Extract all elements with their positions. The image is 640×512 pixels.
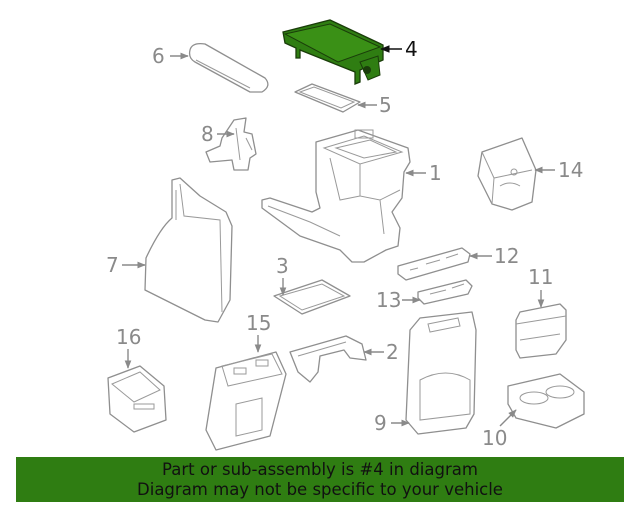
callout-13: 13 [376, 288, 401, 312]
parts-diagram: 4 6 5 8 1 14 7 3 12 11 13 15 2 16 9 10 [106, 19, 585, 451]
part-15-switch-panel[interactable] [205, 351, 287, 451]
part-11-cover[interactable] [515, 303, 567, 359]
part-2-bracket[interactable] [289, 335, 367, 383]
callout-8: 8 [201, 122, 214, 146]
part-12-switch-bezel[interactable] [397, 247, 471, 281]
part-7-side-panel[interactable] [144, 177, 233, 323]
part-16-module[interactable] [107, 365, 167, 433]
callout-9: 9 [374, 411, 387, 435]
info-banner: Part or sub-assembly is #4 in diagram Di… [16, 457, 624, 502]
banner-line-2: Diagram may not be specific to your vehi… [137, 480, 503, 499]
callout-1: 1 [429, 161, 442, 185]
callout-3: 3 [276, 254, 289, 278]
callout-5: 5 [379, 93, 392, 117]
part-13-bezel[interactable] [417, 279, 473, 305]
callout-4: 4 [405, 37, 418, 61]
callout-11: 11 [528, 265, 553, 289]
callout-7: 7 [106, 253, 119, 277]
part-14-storage-box[interactable] [477, 137, 537, 211]
callout-6: 6 [152, 44, 165, 68]
callout-15: 15 [246, 311, 271, 335]
part-5-pad[interactable] [294, 83, 361, 113]
callout-2: 2 [386, 340, 399, 364]
callout-14: 14 [558, 158, 583, 182]
banner-line-1: Part or sub-assembly is #4 in diagram [162, 460, 478, 479]
part-3-tray-mat[interactable] [273, 279, 351, 315]
part-10-cup-holder[interactable] [507, 373, 585, 429]
callout-12: 12 [494, 244, 519, 268]
part-1-console-box[interactable] [261, 129, 411, 263]
part-8-bracket[interactable] [205, 117, 257, 171]
part-4-console-lid[interactable] [282, 19, 384, 85]
part-9-front-panel[interactable] [405, 311, 477, 435]
callout-16: 16 [116, 325, 141, 349]
part-6-armrest-pad[interactable] [188, 42, 269, 93]
leader-10 [499, 409, 517, 427]
callout-10: 10 [482, 426, 507, 450]
